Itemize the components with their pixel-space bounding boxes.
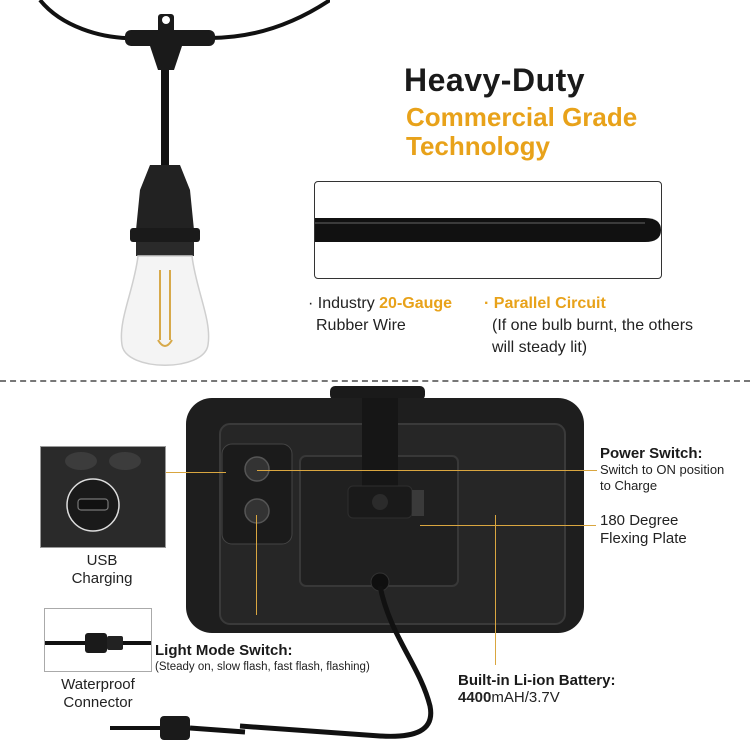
lead-line-power	[257, 470, 597, 471]
waterproof-connector-icon	[45, 633, 151, 653]
light-mode-callout: Light Mode Switch: (Steady on, slow flas…	[155, 642, 370, 673]
feature-wire-gauge: · Industry 20-Gauge Rubber Wire	[308, 293, 452, 337]
wire-display-box	[314, 181, 662, 279]
power-switch-line2: to Charge	[600, 478, 658, 493]
usb-label-line2: Charging	[71, 570, 133, 587]
lead-line-mode	[256, 515, 257, 615]
waterproof-connector-label: Waterproof Connector	[44, 676, 152, 712]
bullet-dot: ·	[484, 295, 490, 312]
light-mode-desc: (Steady on, slow flash, fast flash, flas…	[155, 661, 370, 673]
usb-port-inset	[40, 446, 166, 548]
feature-parallel-circuit: · Parallel Circuit (If one bulb burnt, t…	[484, 293, 693, 359]
headline-subtitle-line1: Commercial Grade	[406, 102, 638, 132]
battery-capacity: 4400	[458, 689, 492, 706]
bullet-dot: ·	[308, 295, 314, 312]
flexing-plate-line1: 180 Degree	[600, 512, 679, 529]
flexing-plate-line2: Flexing Plate	[600, 530, 687, 547]
feature-wire-prefix: Industry	[317, 295, 380, 312]
lead-line-plate	[420, 525, 596, 526]
solar-panel-controller	[186, 386, 584, 739]
light-mode-title: Light Mode Switch:	[155, 642, 293, 659]
feature-wire-line2: Rubber Wire	[316, 317, 406, 334]
power-switch-title: Power Switch:	[600, 445, 703, 462]
battery-title: Built-in Li-ion Battery:	[458, 672, 616, 689]
feature-circuit-highlight: Parallel Circuit	[493, 295, 606, 312]
rubber-wire-graphic	[315, 218, 661, 242]
section-divider	[0, 380, 750, 382]
lead-line-usb	[166, 472, 226, 473]
feature-wire-highlight: 20-Gauge	[379, 295, 453, 312]
waterproof-label-line2: Connector	[63, 694, 133, 711]
waterproof-label-line1: Waterproof	[61, 676, 135, 693]
flexing-plate-callout: 180 Degree Flexing Plate	[600, 512, 687, 548]
power-switch-line1: Switch to ON position	[600, 462, 725, 477]
connector-plug	[110, 716, 246, 740]
string-light-illustration	[38, 0, 330, 366]
headline-subtitle-line2: Technology	[406, 131, 550, 161]
feature-circuit-line1: (If one bulb burnt, the others	[492, 317, 694, 334]
power-switch-callout: Power Switch: Switch to ON position to C…	[600, 445, 724, 494]
usb-charging-label: USB Charging	[40, 552, 164, 588]
battery-rest: mAH/3.7V	[491, 689, 560, 706]
waterproof-connector-inset	[44, 608, 152, 672]
battery-callout: Built-in Li-ion Battery: 4400mAH/3.7V	[458, 672, 616, 706]
usb-port-icon	[41, 447, 165, 547]
headline-title: Heavy-Duty	[404, 62, 586, 98]
usb-label-line1: USB	[86, 552, 118, 569]
feature-circuit-line2: will steady lit)	[492, 339, 588, 356]
lead-line-battery	[495, 515, 496, 665]
